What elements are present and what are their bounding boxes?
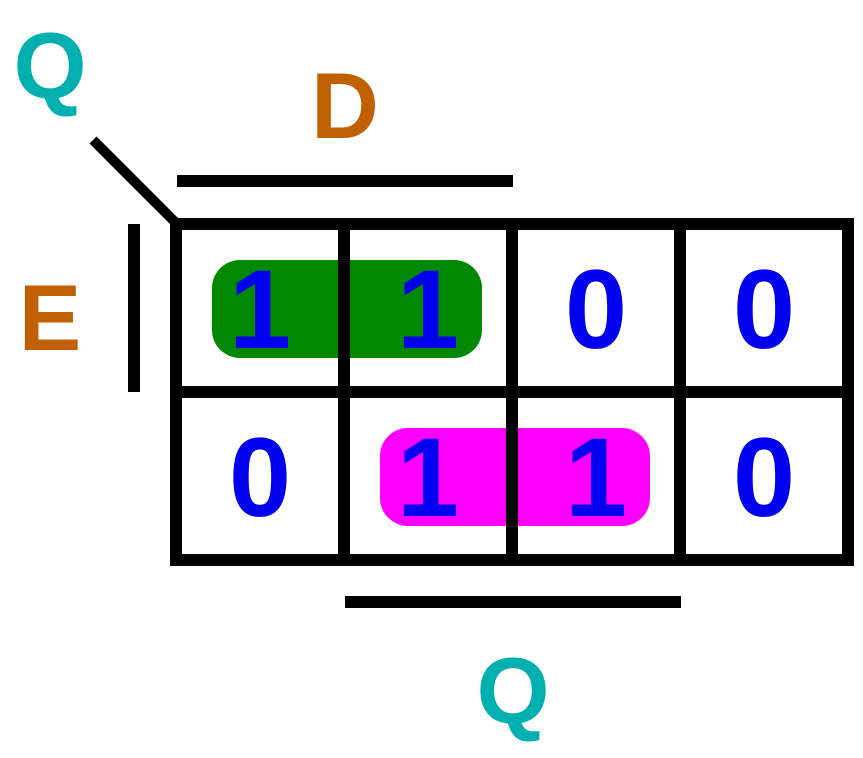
- left-variable-label: E: [19, 265, 82, 370]
- cell-r0-c3: 0: [733, 247, 795, 372]
- corner-variable-label: Q: [13, 13, 86, 118]
- corner-diagonal-line: [89, 136, 179, 226]
- cell-r0-c1: 1: [397, 247, 459, 372]
- grid-lines: [170, 218, 854, 566]
- cell-r0-c2: 0: [565, 247, 627, 372]
- top-variable-label: D: [311, 53, 379, 158]
- cell-r1-c3: 0: [733, 415, 795, 540]
- cell-r1-c2: 1: [565, 415, 627, 540]
- cell-r1-c1: 1: [397, 415, 459, 540]
- cell-r1-c0: 0: [229, 415, 291, 540]
- bottom-variable-label: Q: [476, 638, 549, 743]
- cell-r0-c0: 1: [229, 247, 291, 372]
